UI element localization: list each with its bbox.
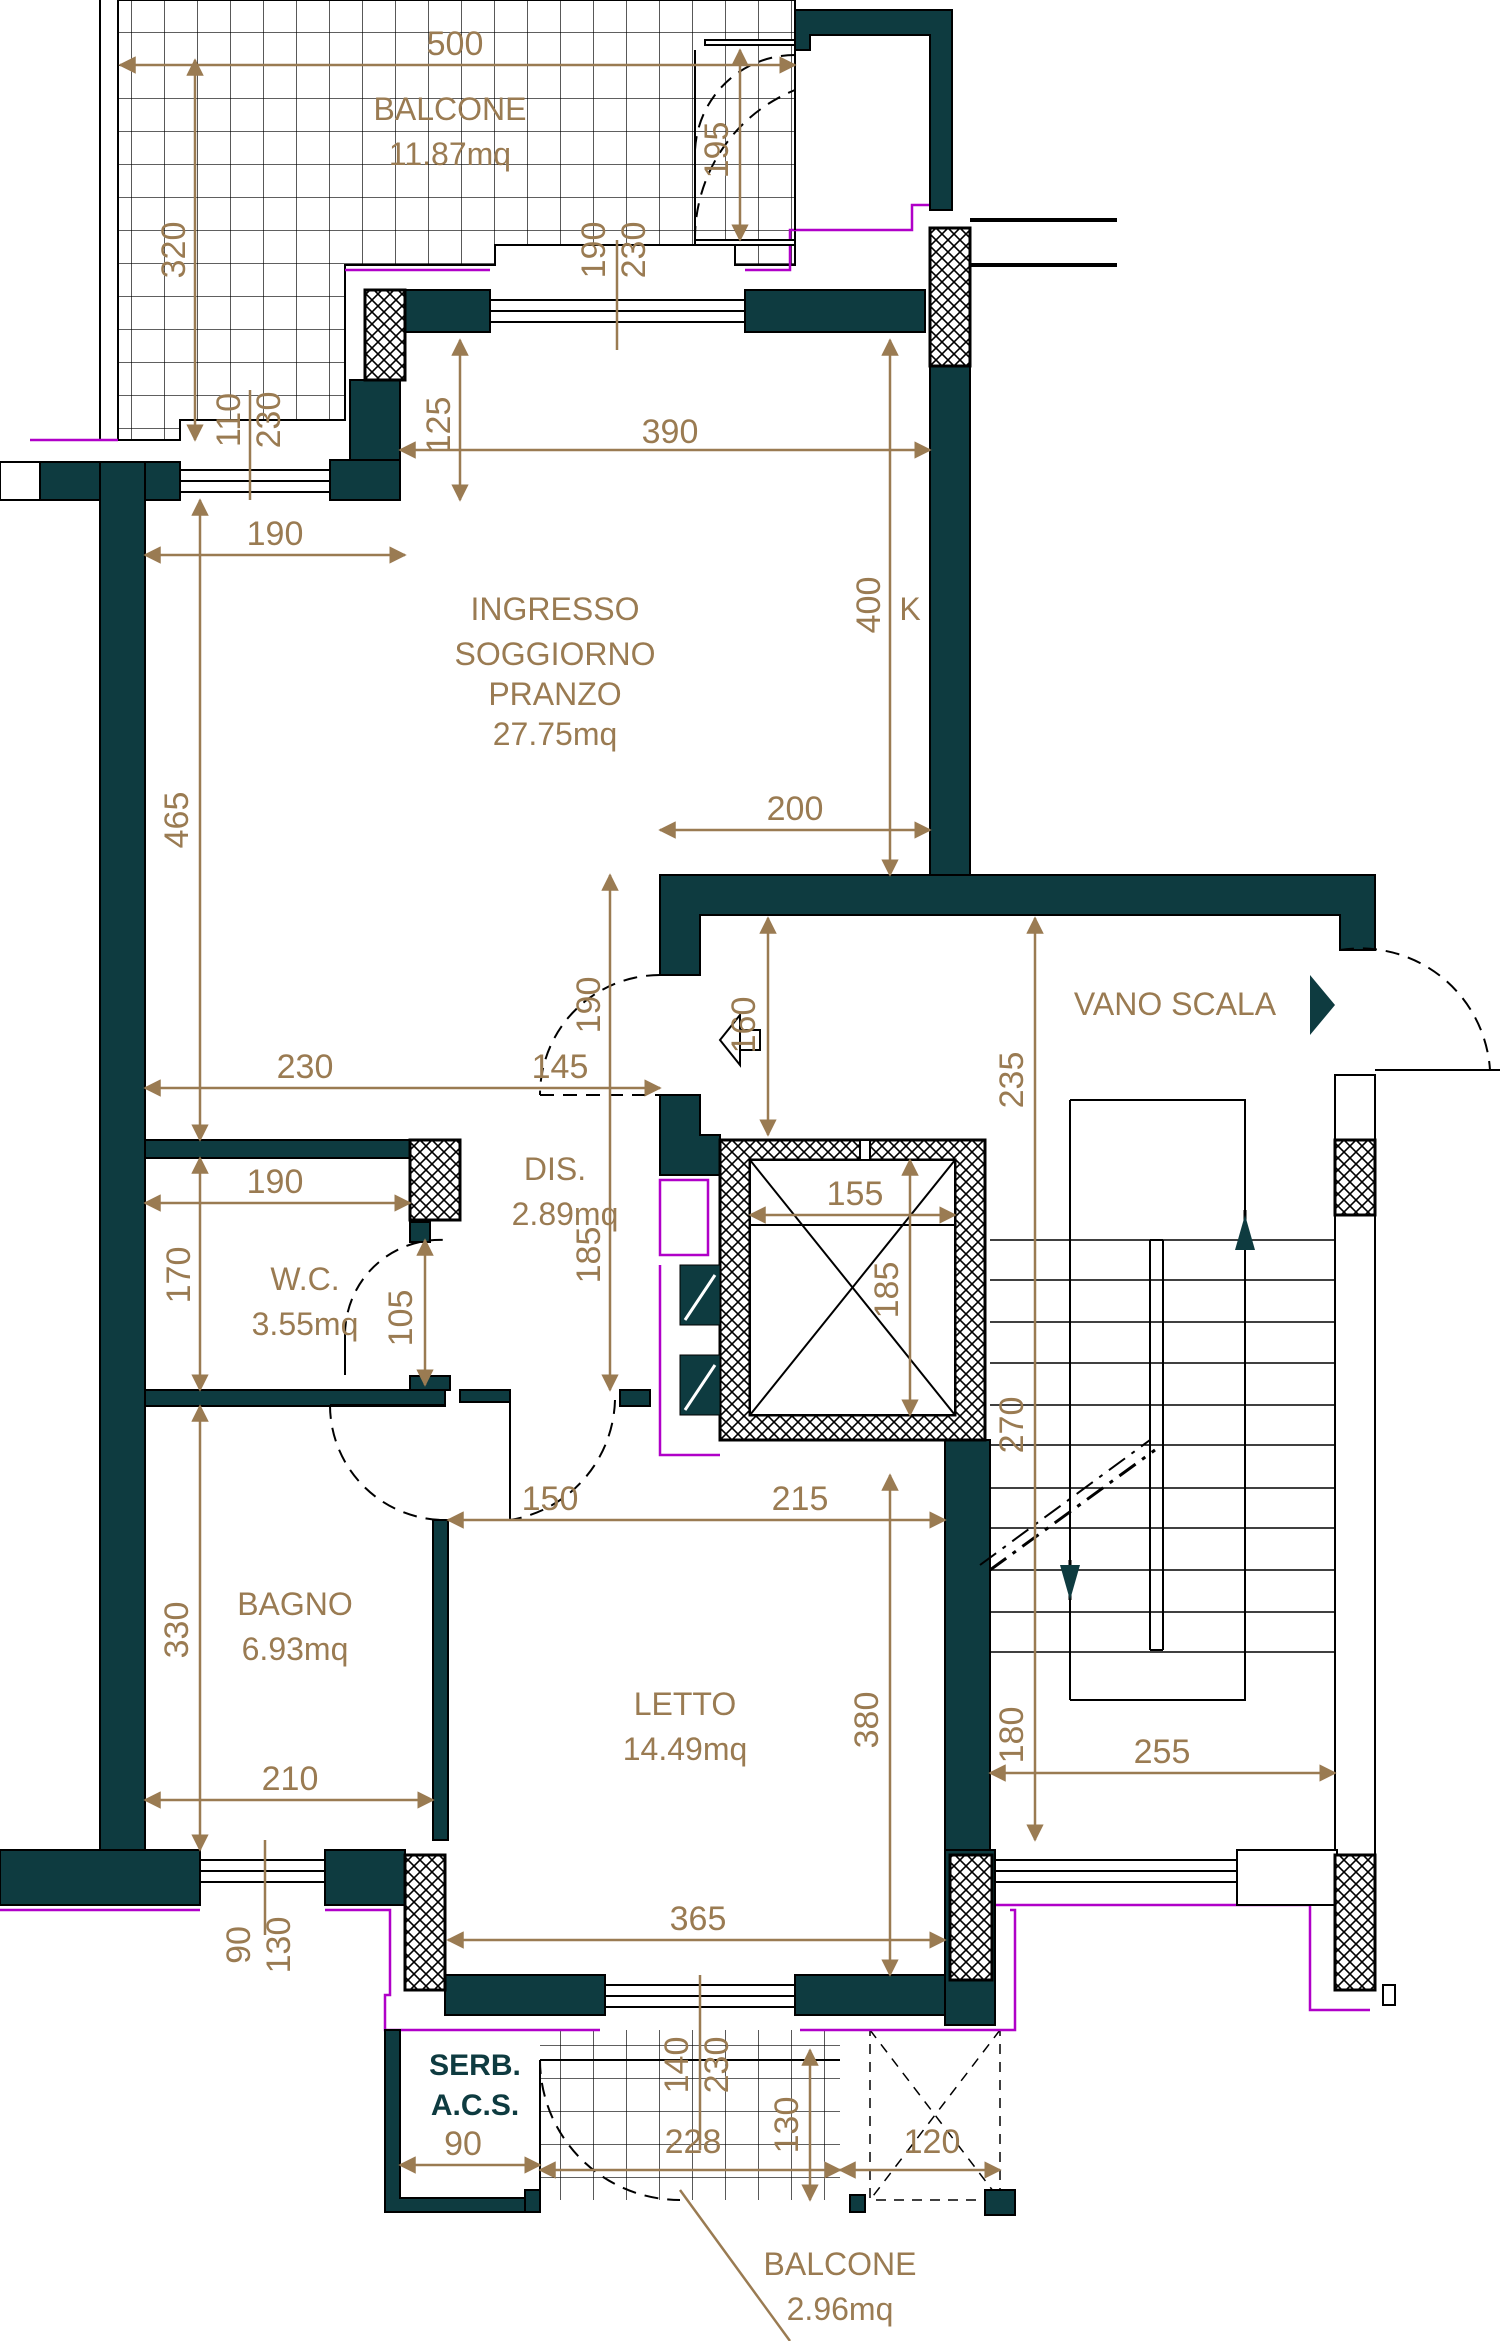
- wc-area: 3.55mq: [252, 1306, 359, 1342]
- letto-area: 14.49mq: [623, 1731, 748, 1767]
- dim-150: 150: [522, 1480, 579, 1518]
- letto-name: LETTO: [634, 1686, 737, 1722]
- dim-180: 180: [993, 1707, 1031, 1764]
- soggiorno-line2: SOGGIORNO: [455, 636, 656, 672]
- dim-210: 210: [262, 1760, 319, 1798]
- dis-area: 2.89mq: [512, 1196, 619, 1232]
- dim-465: 465: [158, 792, 196, 849]
- dim-255: 255: [1134, 1733, 1191, 1771]
- dim-170: 170: [160, 1247, 198, 1304]
- dim-230-window-bottom: 230: [698, 2037, 736, 2094]
- dim-140: 140: [658, 2037, 696, 2094]
- dim-130: 130: [768, 2097, 806, 2154]
- dim-185-lift: 185: [868, 1262, 906, 1319]
- dim-228: 228: [665, 2123, 722, 2161]
- dim-120: 120: [904, 2123, 961, 2161]
- balcone-top-area-label: 11.87mq: [389, 136, 511, 172]
- dis-name: DIS.: [524, 1151, 586, 1187]
- dimension-lines: [118, 48, 1337, 2341]
- soggiorno-line3: PRANZO: [488, 676, 621, 712]
- balcone-bottom-name: BALCONE: [764, 2246, 917, 2282]
- dim-500: 500: [427, 25, 484, 63]
- dim-160: 160: [725, 997, 763, 1054]
- dim-105: 105: [382, 1290, 420, 1347]
- dim-235: 235: [993, 1052, 1031, 1109]
- vano-scala-name: VANO SCALA: [1074, 986, 1277, 1022]
- soggiorno-line1: INGRESSO: [471, 591, 640, 627]
- dim-195: 195: [698, 122, 736, 179]
- dim-390: 390: [642, 413, 699, 451]
- dim-190-window-top: 190: [575, 222, 613, 279]
- dim-90: 90: [444, 2125, 482, 2163]
- dim-215: 215: [772, 1480, 829, 1518]
- dim-110: 110: [210, 393, 248, 447]
- dim-90-window: 90: [220, 1926, 258, 1964]
- balcone-bottom-area-label: 2.96mq: [787, 2291, 894, 2327]
- bagno-name: BAGNO: [237, 1586, 353, 1622]
- dimension-labels: 500 320 195 190 230 110 230 125 390 190 …: [155, 25, 1190, 2163]
- dim-185-dis: 185: [570, 1227, 608, 1284]
- dim-230: 230: [277, 1048, 334, 1086]
- serb-line2: A.C.S.: [431, 2089, 519, 2122]
- label-k: K: [899, 591, 920, 627]
- walls: [0, 9, 1396, 2216]
- structural-pillars: [363, 226, 1377, 1992]
- dim-190-a: 190: [247, 515, 304, 553]
- serb-line1: SERB.: [429, 2049, 521, 2082]
- bagno-area: 6.93mq: [242, 1631, 349, 1667]
- dim-190-c: 190: [247, 1163, 304, 1201]
- room-labels: BALCONE 11.87mq INGRESSO SOGGIORNO PRANZ…: [237, 91, 1277, 2327]
- staircase: [718, 975, 1335, 1701]
- dim-380: 380: [848, 1692, 886, 1749]
- dim-155: 155: [827, 1175, 884, 1213]
- balcone-top-area: [99, 0, 796, 441]
- lift-cabin: [658, 1159, 956, 1457]
- dim-190-b: 190: [570, 977, 608, 1034]
- dim-230-window-top: 230: [615, 222, 653, 279]
- balcone-top-name: BALCONE: [374, 91, 527, 127]
- property-lines: [0, 203, 1370, 2032]
- dim-320: 320: [155, 222, 193, 279]
- dim-125: 125: [420, 397, 458, 454]
- dim-330: 330: [158, 1602, 196, 1659]
- dim-200: 200: [767, 790, 824, 828]
- dim-270: 270: [993, 1397, 1031, 1454]
- wc-name: W.C.: [270, 1261, 339, 1297]
- dim-365: 365: [670, 1900, 727, 1938]
- dim-400: 400: [850, 577, 888, 634]
- dim-145: 145: [532, 1048, 589, 1086]
- dim-230-window-left: 230: [250, 392, 288, 449]
- dim-130-window: 130: [260, 1917, 298, 1974]
- windows: [179, 39, 1238, 2008]
- soggiorno-area: 27.75mq: [493, 716, 618, 752]
